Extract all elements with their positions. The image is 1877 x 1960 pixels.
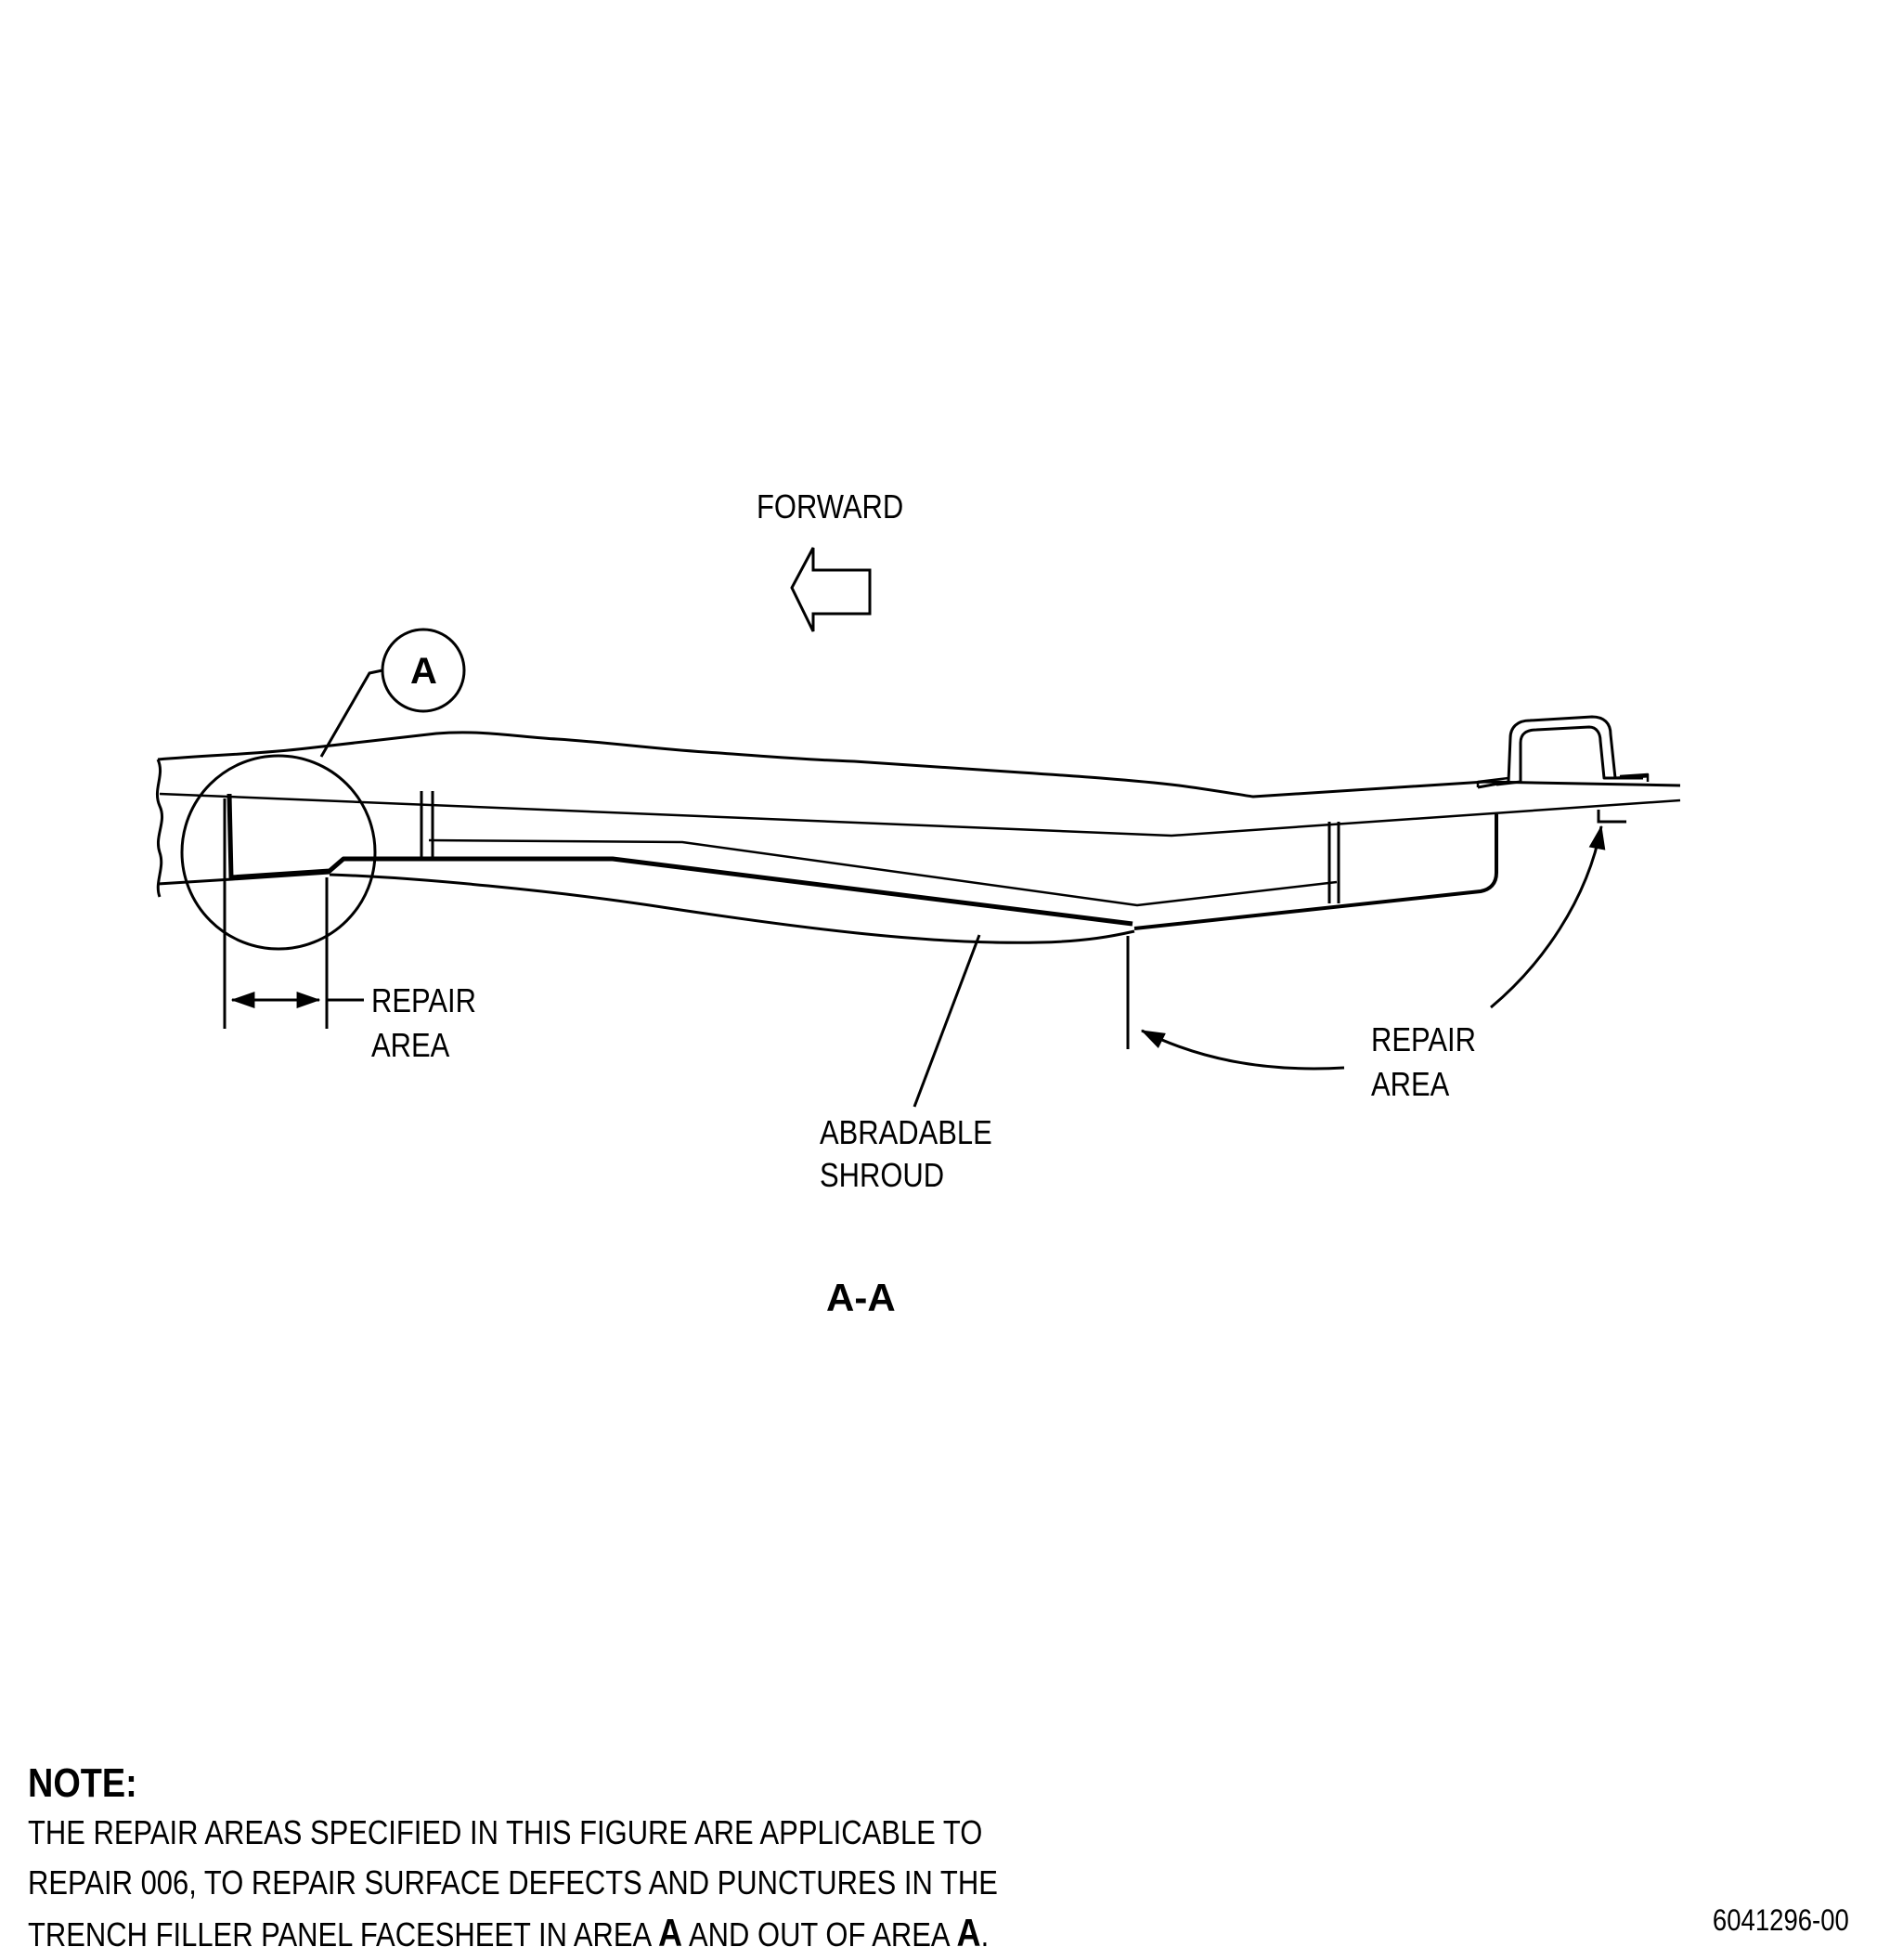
note-line-3: TRENCH FILLER PANEL FACESHEET IN AREA A … — [28, 1908, 1146, 1960]
note-heading: NOTE: — [28, 1760, 137, 1806]
panel-top-break-edge — [157, 731, 1681, 798]
repair-area-left-line2: AREA — [371, 1028, 450, 1065]
note-line-1: THE REPAIR AREAS SPECIFIED IN THIS FIGUR… — [28, 1813, 983, 1851]
abradable-shroud-curve — [329, 873, 1135, 944]
note-line-2: REPAIR 006, TO REPAIR SURFACE DEFECTS AN… — [28, 1863, 998, 1902]
abradable-line2: SHROUD — [820, 1158, 944, 1195]
abradable-leader — [913, 934, 981, 1108]
repair-area-right-line2: AREA — [1371, 1067, 1450, 1104]
detail-a-leader — [319, 668, 383, 758]
bracket-inner — [1495, 725, 1643, 786]
bracket-flange-right — [1619, 772, 1650, 782]
left-repair-area-dimension — [223, 798, 364, 1029]
right-repair-area-leaders — [1126, 810, 1626, 1071]
note-line-3-text-c: AND OUT OF AREA — [682, 1915, 957, 1954]
note-block: NOTE: THE REPAIR AREAS SPECIFIED IN THIS… — [28, 1759, 1327, 1960]
panel-left-break-edge — [155, 759, 164, 898]
detail-a-letter: A — [410, 651, 437, 692]
figure-id: 6041296-00 — [1713, 1903, 1849, 1937]
abradable-line1: ABRADABLE — [820, 1115, 992, 1152]
section-label: A-A — [826, 1276, 896, 1319]
forward-arrow-icon — [790, 547, 872, 632]
right-repair-extension-2 — [1597, 810, 1626, 824]
right-bottom-wall — [1133, 814, 1498, 930]
bracket-flange — [1476, 776, 1509, 787]
repair-area-left-line1: REPAIR — [371, 983, 476, 1020]
face-sheet-top — [159, 792, 1681, 837]
face-sheet-inner — [428, 838, 1338, 907]
detail-a-marker — [180, 628, 466, 951]
note-area-a-2: A — [956, 1911, 981, 1954]
left-wall — [227, 793, 1133, 927]
note-area-a-1: A — [658, 1911, 683, 1954]
panel-section — [155, 715, 1681, 944]
repair-area-right-line1: REPAIR — [1371, 1022, 1476, 1059]
note-line-3-text-e: . — [980, 1915, 990, 1954]
forward-label: FORWARD — [757, 489, 903, 526]
note-line-3-text-a: TRENCH FILLER PANEL FACESHEET IN AREA — [28, 1915, 659, 1954]
right-repair-leader-lower — [1140, 1029, 1345, 1071]
bracket — [1477, 715, 1649, 789]
right-repair-leader-upper — [1490, 824, 1606, 1009]
detail-a-circle — [180, 754, 377, 951]
